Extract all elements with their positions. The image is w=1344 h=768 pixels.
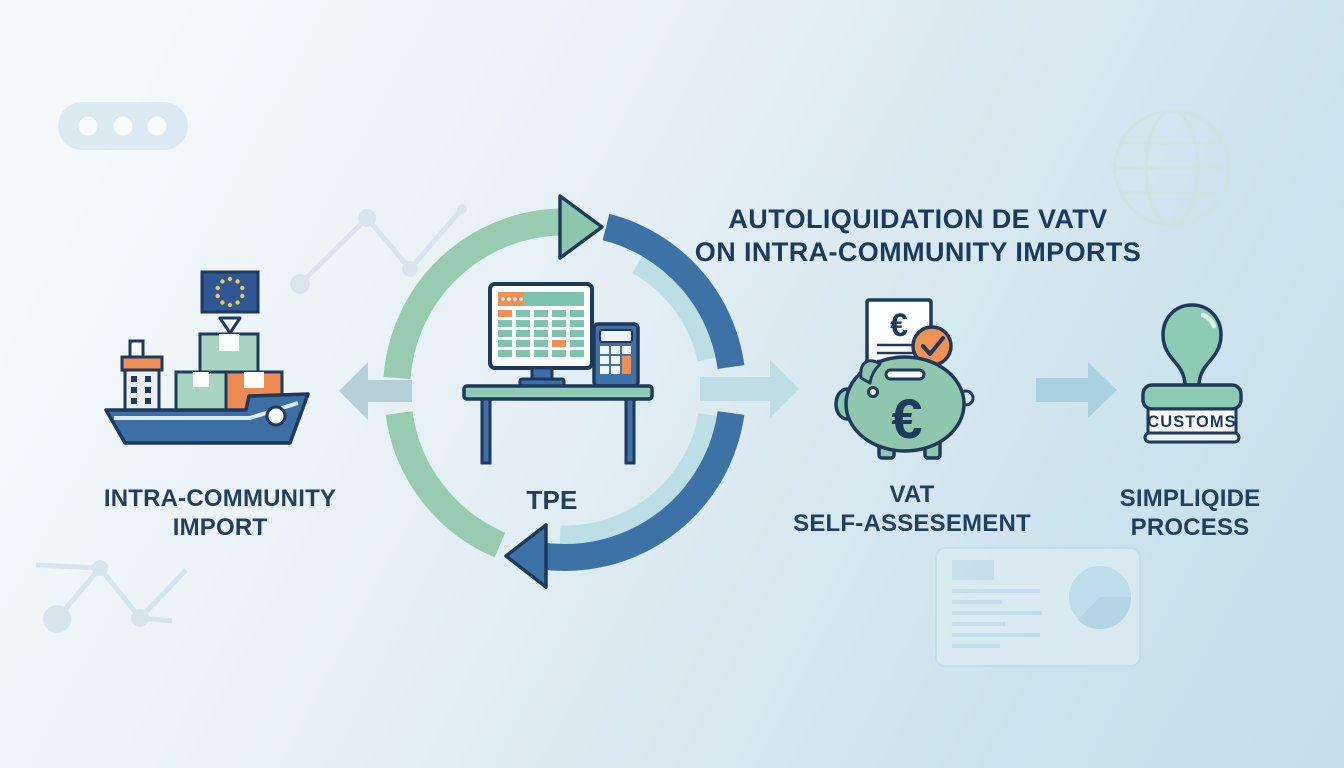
title-line-2: ON INTRA-COMMUNITY IMPORTS [694,237,1142,267]
label-intra-community-import: INTRA-COMMUNITY IMPORT [103,485,337,541]
spreadsheet-grid [498,310,584,357]
chevron-down-icon [218,316,242,335]
customs-stamp-icon: CUSTOMS [1141,303,1243,444]
cycle-arrows-icon [383,194,745,589]
cargo-ship-icon [104,270,310,445]
network-graph-icon [290,204,467,294]
eu-flag-icon [200,270,260,314]
network-graph-icon [35,560,188,633]
report-card-icon [935,547,1141,667]
page-title: AUTOLIQUIDATION DE VATV ON INTRA-COMMUNI… [598,203,1238,269]
label-tpe: TPE [526,485,578,515]
globe-icon [1113,109,1231,227]
desk [462,384,654,465]
flow-arrow-right-icon [1036,362,1117,418]
monitor-icon [488,282,594,389]
ship-cabin [120,339,164,412]
piggy-bank-icon: € € [834,298,975,460]
piggy-body: € [834,355,975,460]
flow-arrow-right-icon [700,360,799,418]
computer-desk-icon [462,282,654,465]
title-line-1: AUTOLIQUIDATION DE VATV [728,204,1108,234]
cycle-arrowhead-top [558,194,604,260]
svg-text:€: € [890,307,908,343]
svg-text:€: € [891,387,922,450]
cycle-arrowhead-bottom [504,523,548,589]
label-simplified-process: SIMPLIQIDE PROCESS [1119,485,1261,541]
flow-arrow-left-icon [339,362,412,420]
calculator-icon [592,322,640,388]
label-vat-self-assessment: VAT SELF-ASSESEMENT [793,481,1031,537]
porthole [265,405,287,427]
dots-pill-icon [58,102,188,150]
stamp-text: CUSTOMS [1147,413,1236,431]
cargo-boxes [174,332,284,412]
